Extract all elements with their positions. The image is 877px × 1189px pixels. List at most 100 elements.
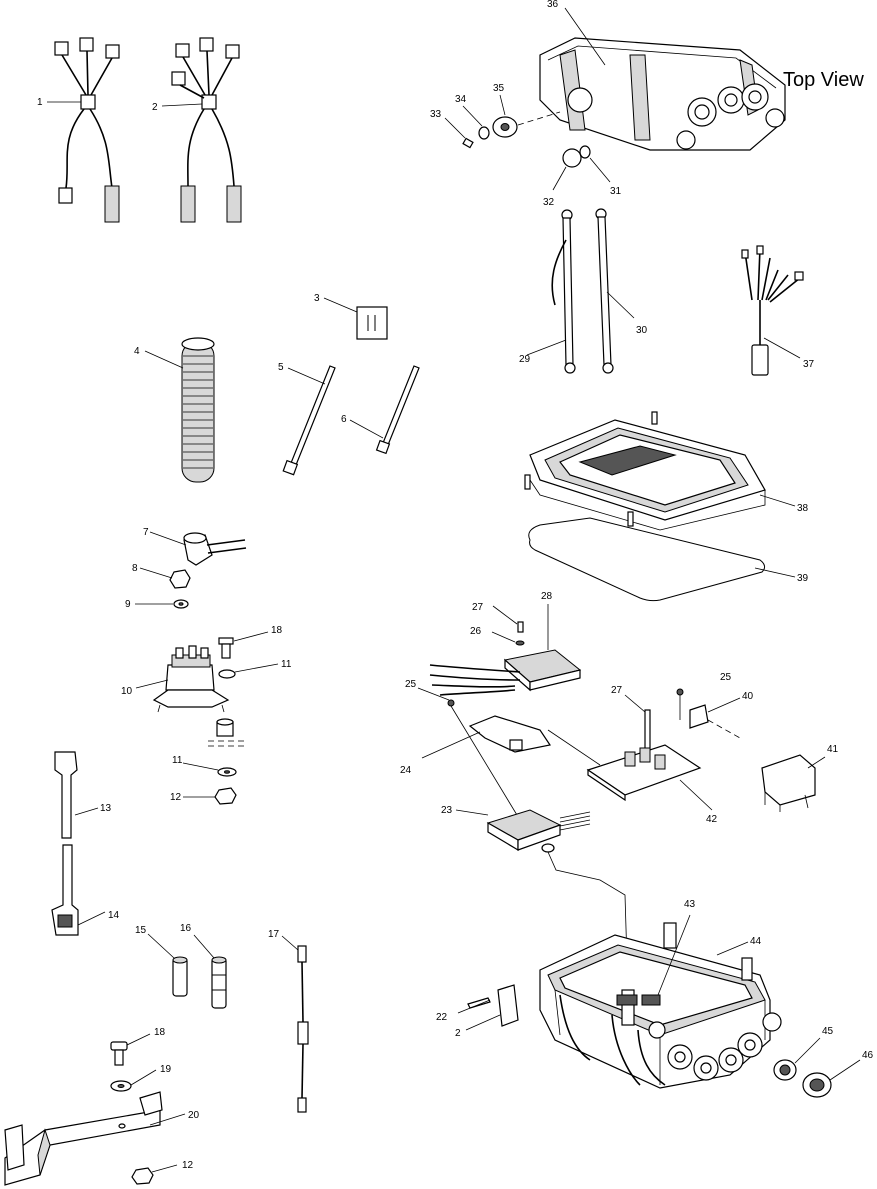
part-22-clip bbox=[457, 984, 519, 1031]
part-33-screw bbox=[444, 117, 474, 149]
callout-19: 19 bbox=[160, 1064, 172, 1075]
callout-8: 8 bbox=[132, 563, 138, 574]
callout-42: 42 bbox=[706, 814, 718, 825]
callout-34: 34 bbox=[455, 94, 467, 105]
part-36-housing-top bbox=[539, 7, 786, 151]
part-28-module bbox=[429, 604, 582, 696]
callout-39: 39 bbox=[797, 573, 809, 584]
callout-12b: 12 bbox=[182, 1160, 194, 1171]
callout-27a: 27 bbox=[472, 602, 484, 613]
part-11-washer-lower bbox=[182, 762, 237, 777]
part-25-screw-b bbox=[676, 688, 684, 720]
part-8-nut bbox=[139, 567, 191, 589]
callout-44: 44 bbox=[750, 936, 762, 947]
part-24-bracket bbox=[421, 715, 551, 759]
part-3-label bbox=[323, 297, 388, 340]
callout-7: 7 bbox=[143, 527, 149, 538]
callout-23: 23 bbox=[441, 805, 453, 816]
callout-14: 14 bbox=[108, 910, 120, 921]
part-37-harness bbox=[741, 245, 804, 376]
callout-6: 6 bbox=[341, 414, 347, 425]
callout-9: 9 bbox=[125, 599, 131, 610]
callout-10: 10 bbox=[121, 686, 133, 697]
callout-3: 3 bbox=[314, 293, 320, 304]
part-14-strap bbox=[51, 844, 106, 936]
callout-16: 16 bbox=[180, 923, 192, 934]
callout-33: 33 bbox=[430, 109, 442, 120]
part-18-bolt-lower bbox=[110, 1033, 151, 1066]
part-35-grommet bbox=[492, 94, 561, 138]
callout-5: 5 bbox=[278, 362, 284, 373]
callout-46: 46 bbox=[862, 1050, 874, 1061]
callout-28: 28 bbox=[541, 591, 553, 602]
callout-29: 29 bbox=[519, 354, 531, 365]
callout-18b: 18 bbox=[154, 1027, 166, 1038]
callout-11b: 11 bbox=[172, 755, 183, 766]
callout-27b: 27 bbox=[611, 685, 623, 696]
callout-11a: 11 bbox=[281, 659, 292, 670]
callout-2: 2 bbox=[152, 102, 158, 113]
part-12-nut-upper bbox=[183, 787, 237, 805]
part-34-washer bbox=[462, 105, 490, 140]
callout-43: 43 bbox=[684, 899, 696, 910]
part-6-cable-tie bbox=[349, 365, 420, 455]
part-44-housing-base bbox=[539, 922, 782, 1089]
part-40-bracket bbox=[689, 697, 741, 739]
part-1-harness bbox=[47, 37, 120, 223]
callout-45: 45 bbox=[822, 1026, 834, 1037]
part-29-cable bbox=[526, 209, 576, 374]
callout-35: 35 bbox=[493, 83, 505, 94]
callout-4: 4 bbox=[134, 346, 140, 357]
part-42-circuit-board bbox=[547, 729, 713, 811]
callout-labels: 1 2 3 4 5 6 7 8 9 10 11 11 12 12 13 14 1… bbox=[37, 0, 874, 1171]
part-13-strap bbox=[54, 751, 99, 839]
callout-36: 36 bbox=[547, 0, 559, 10]
callout-25b: 25 bbox=[720, 672, 732, 683]
callout-31: 31 bbox=[610, 186, 622, 197]
callout-40: 40 bbox=[742, 691, 754, 702]
callout-37: 37 bbox=[803, 359, 815, 370]
part-2-harness bbox=[161, 37, 242, 223]
part-11-washer-upper bbox=[218, 663, 279, 679]
part-18-bolt-upper bbox=[218, 631, 269, 659]
part-46-fitting bbox=[802, 1059, 861, 1098]
part-27-screw-a bbox=[492, 605, 524, 633]
part-41-relay bbox=[761, 754, 826, 812]
part-38-lid bbox=[524, 411, 796, 531]
part-5-cable-tie bbox=[282, 365, 336, 476]
part-43-connector bbox=[641, 914, 691, 1006]
callout-13: 13 bbox=[100, 803, 112, 814]
part-7-terminal-boot bbox=[149, 531, 247, 566]
part-16-fuse bbox=[193, 934, 227, 1009]
callout-38: 38 bbox=[797, 503, 809, 514]
part-26-washer bbox=[491, 631, 525, 646]
part-20-bracket bbox=[4, 1091, 186, 1186]
callout-24: 24 bbox=[400, 765, 412, 776]
part-25-screw-a bbox=[417, 687, 521, 821]
part-12-nut-lower bbox=[131, 1164, 178, 1185]
part-15-fuse bbox=[147, 933, 188, 997]
callout-32: 32 bbox=[543, 197, 555, 208]
solenoid-bushing bbox=[208, 718, 245, 747]
callout-2b: 2 bbox=[455, 1028, 461, 1039]
part-45-grommet bbox=[773, 1037, 821, 1081]
part-32-cap bbox=[552, 148, 582, 191]
part-39-gasket bbox=[528, 517, 796, 602]
callout-1: 1 bbox=[37, 97, 43, 108]
part-4-spiral-wrap bbox=[144, 337, 215, 483]
callout-30: 30 bbox=[636, 325, 648, 336]
callout-20: 20 bbox=[188, 1110, 200, 1121]
part-9-washer bbox=[135, 599, 189, 609]
callout-26: 26 bbox=[470, 626, 482, 637]
top-view-title: Top View bbox=[783, 69, 864, 91]
callout-22: 22 bbox=[436, 1012, 448, 1023]
callout-25a: 25 bbox=[405, 679, 417, 690]
part-31-ring bbox=[579, 145, 611, 183]
part-23-module bbox=[455, 809, 629, 996]
callout-41: 41 bbox=[827, 744, 839, 755]
part-27-screw-b bbox=[624, 694, 651, 756]
callout-18a: 18 bbox=[271, 625, 283, 636]
part-10-solenoid bbox=[135, 645, 230, 713]
part-17-fuse-holder bbox=[281, 935, 309, 1113]
